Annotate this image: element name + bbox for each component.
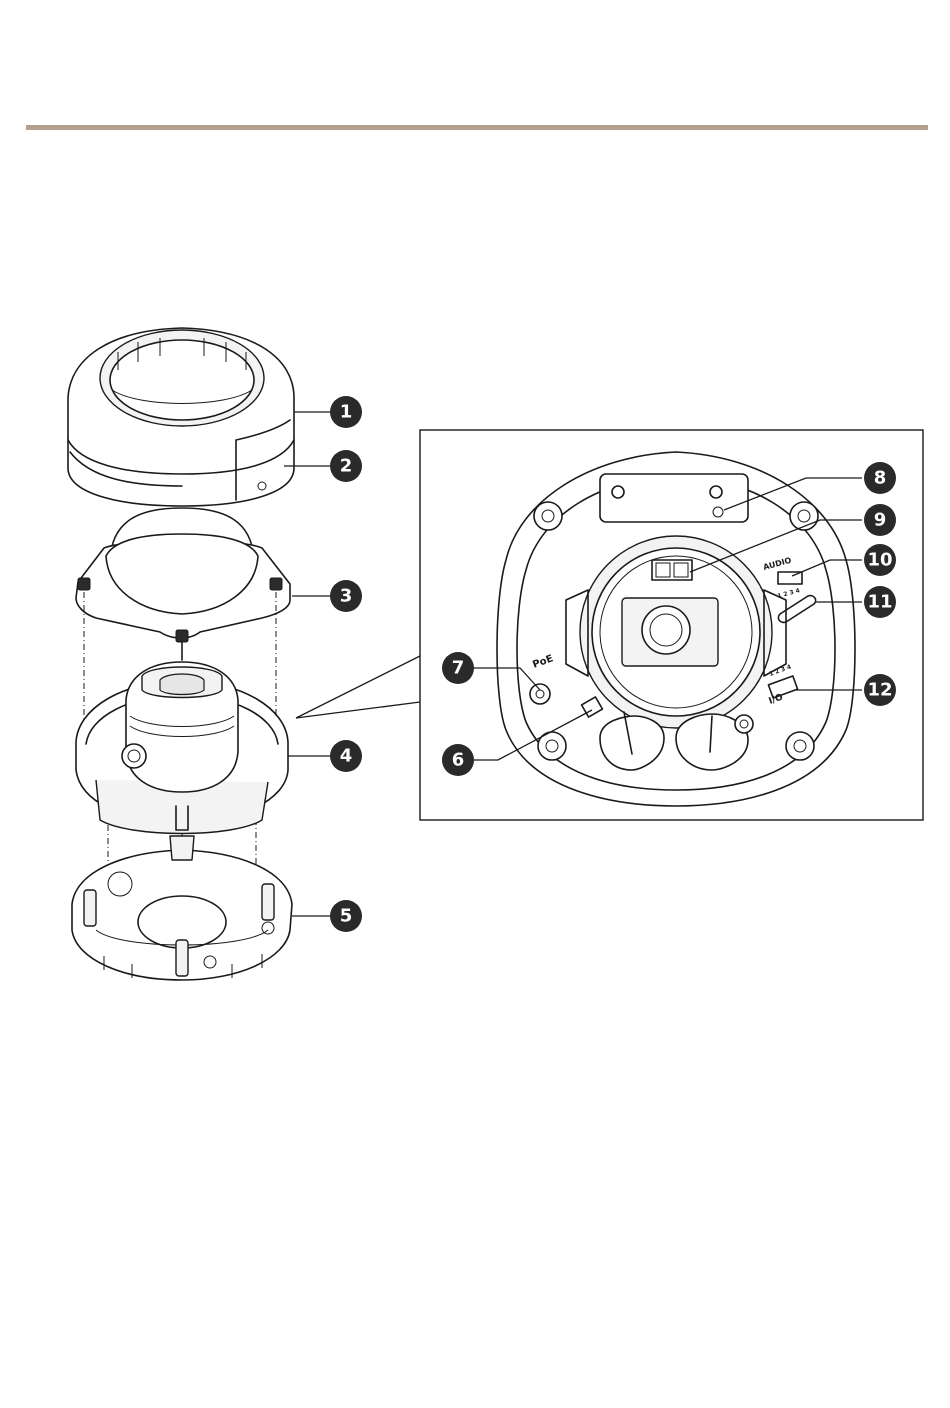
svg-text:6: 6 (452, 750, 465, 771)
svg-text:10: 10 (867, 550, 892, 571)
callout-8: 8 (864, 462, 896, 494)
dome-bubble (76, 508, 290, 660)
camera-housing (76, 662, 288, 834)
top-cover (68, 328, 294, 506)
callout-9: 9 (864, 504, 896, 536)
svg-text:7: 7 (452, 658, 465, 679)
svg-text:5: 5 (340, 906, 353, 927)
housing-top-view (497, 452, 855, 806)
callout-5: 5 (330, 900, 362, 932)
callout-3: 3 (330, 580, 362, 612)
svg-text:3: 3 (340, 586, 353, 607)
mounting-bracket (72, 836, 292, 980)
zoom-leader-bottom (296, 702, 420, 718)
svg-text:9: 9 (874, 510, 887, 531)
callout-10: 10 (864, 544, 896, 576)
svg-text:1: 1 (340, 402, 353, 423)
svg-text:11: 11 (867, 592, 892, 613)
svg-text:8: 8 (874, 468, 887, 489)
svg-text:4: 4 (340, 746, 353, 767)
callout-12: 12 (864, 674, 896, 706)
callout-1: 1 (330, 396, 362, 428)
svg-text:12: 12 (867, 680, 892, 701)
callout-4: 4 (330, 740, 362, 772)
callout-2: 2 (330, 450, 362, 482)
callout-6: 6 (442, 744, 474, 776)
zoom-leader-top (296, 656, 420, 718)
callout-11: 11 (864, 586, 896, 618)
callout-7: 7 (442, 652, 474, 684)
svg-text:2: 2 (340, 456, 353, 477)
